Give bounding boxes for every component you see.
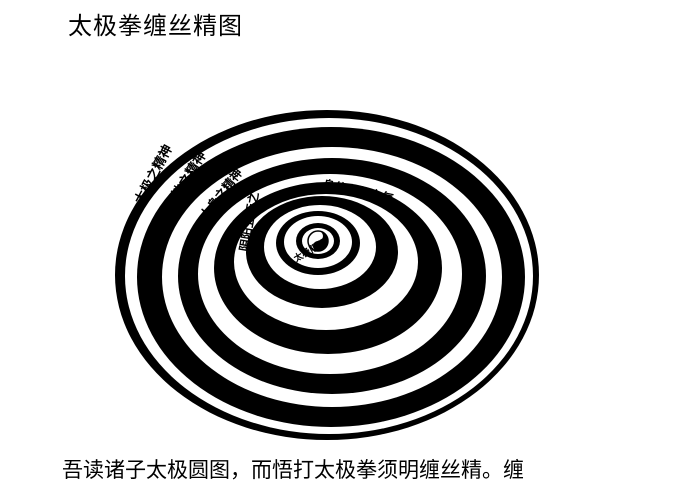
body-text: 吾读诸子太极圆图，而悟打太极拳须明缠丝精。缠 — [62, 458, 524, 482]
spiral-rings — [115, 110, 539, 440]
taiji-symbol — [307, 230, 329, 252]
page-title: 太极拳缠丝精图 — [68, 12, 243, 40]
